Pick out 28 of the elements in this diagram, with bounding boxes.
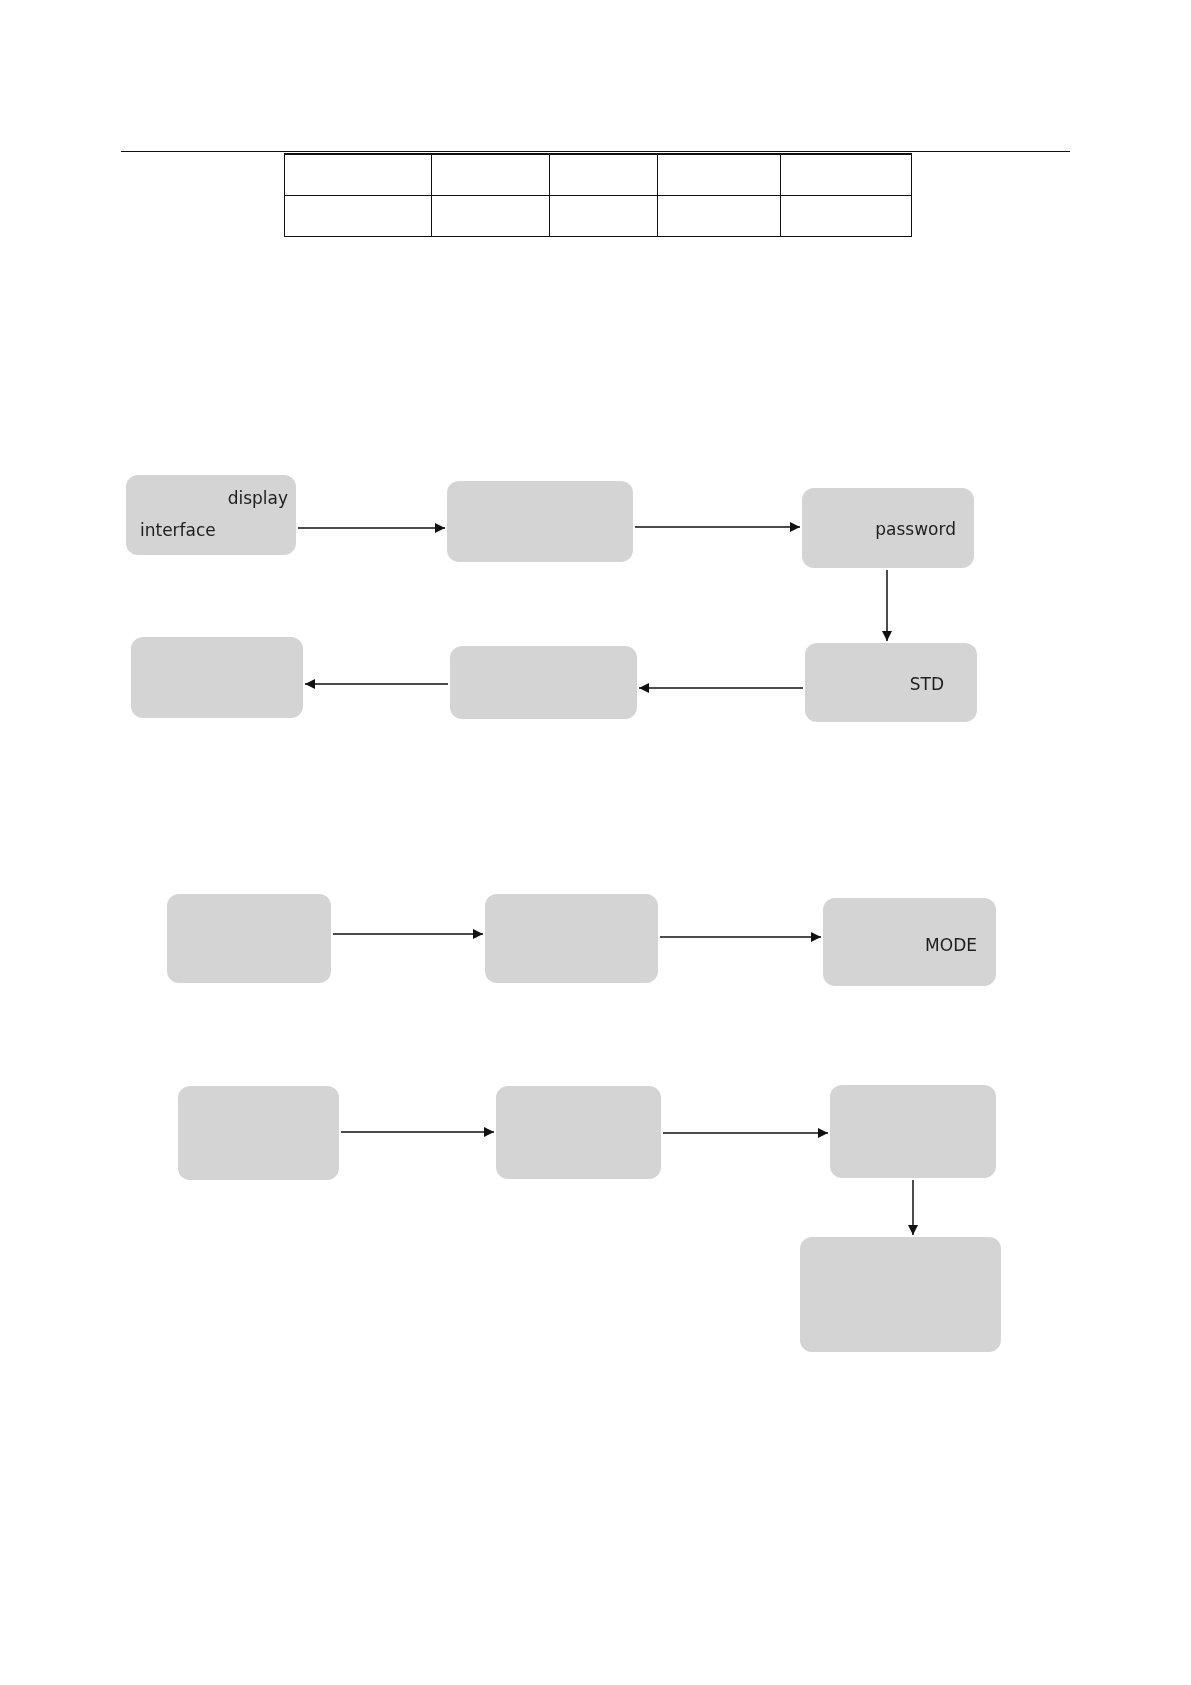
arrow bbox=[659, 932, 822, 942]
node-label: STD bbox=[909, 673, 944, 695]
process-box bbox=[802, 488, 974, 568]
process-box bbox=[450, 646, 637, 719]
arrow bbox=[638, 683, 804, 693]
process-box bbox=[178, 1086, 339, 1180]
process-box bbox=[167, 894, 331, 983]
process-box bbox=[805, 643, 977, 722]
arrow bbox=[340, 1127, 495, 1137]
arrow bbox=[297, 523, 446, 533]
arrow bbox=[304, 679, 449, 689]
node-label: display bbox=[227, 487, 288, 509]
node-label: MODE bbox=[925, 934, 977, 956]
process-box bbox=[131, 637, 303, 718]
arrow bbox=[882, 569, 892, 642]
arrow bbox=[662, 1128, 829, 1138]
process-box bbox=[496, 1086, 661, 1179]
process-box bbox=[126, 475, 296, 555]
process-box bbox=[800, 1237, 1001, 1352]
process-box bbox=[447, 481, 633, 562]
process-box bbox=[830, 1085, 996, 1178]
process-box bbox=[823, 898, 996, 986]
arrow bbox=[634, 522, 801, 532]
node-label: interface bbox=[140, 519, 216, 541]
process-box bbox=[485, 894, 658, 983]
arrow bbox=[332, 929, 484, 939]
arrow bbox=[908, 1179, 918, 1236]
node-label: password bbox=[875, 518, 956, 540]
